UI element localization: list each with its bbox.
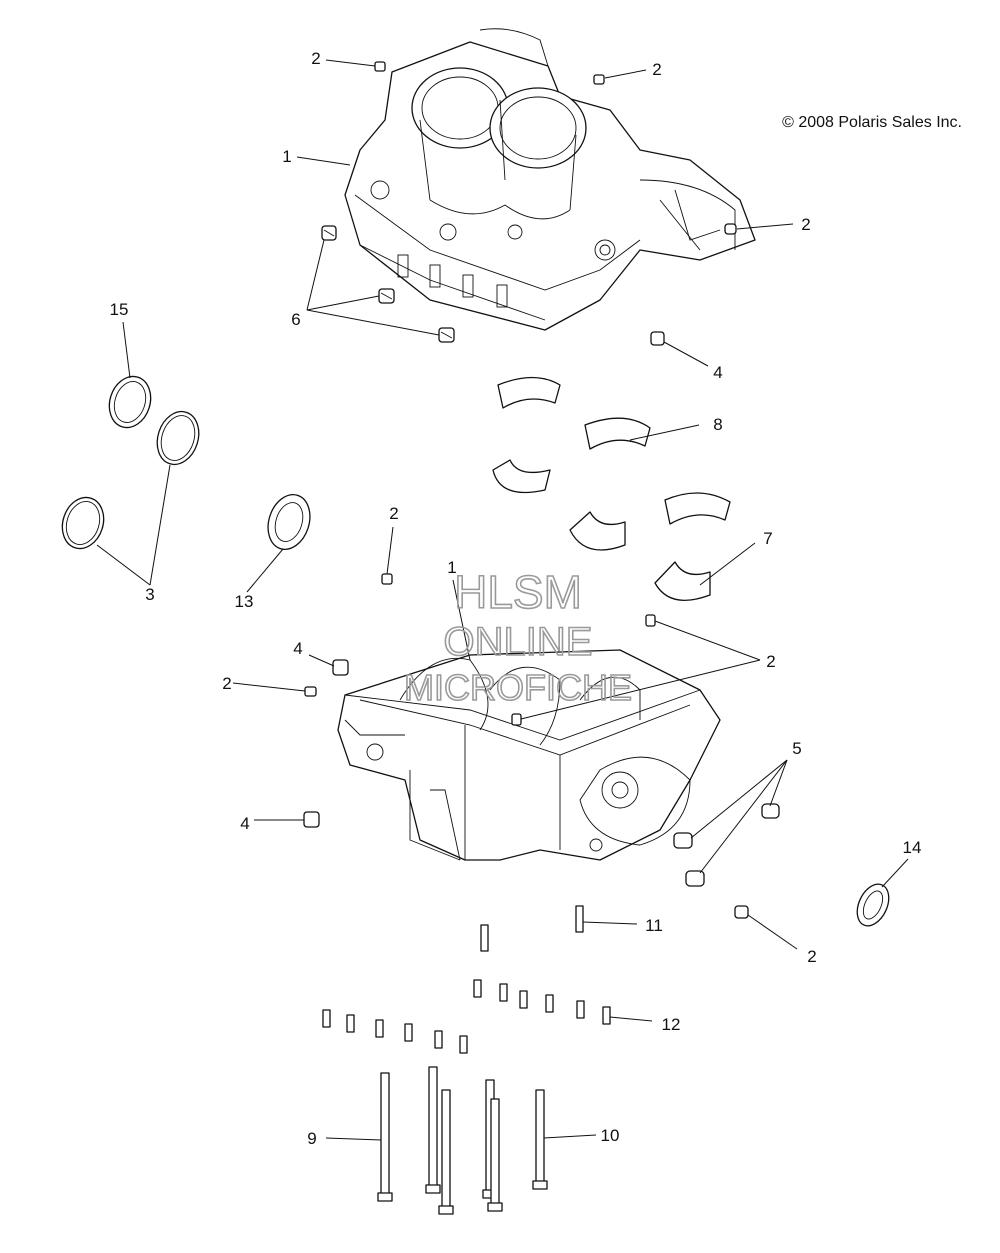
- bolt-12j: [404, 1023, 413, 1042]
- dowel-pin-d: [381, 573, 393, 585]
- bearing-7a: [664, 492, 731, 525]
- bearing-8c: [492, 459, 551, 494]
- callout-2: 2: [652, 60, 661, 79]
- seal-14: [856, 883, 890, 927]
- bushing-5b: [673, 832, 693, 849]
- callout-9: 9: [307, 1129, 316, 1148]
- bolt-12i: [375, 1019, 384, 1038]
- dowel-pins: [304, 61, 749, 919]
- bolt-12f: [602, 1006, 611, 1025]
- bolt-12e: [576, 1000, 585, 1019]
- ring-3b: [61, 496, 105, 550]
- callout-2: 2: [311, 49, 320, 68]
- dowel-pin-e: [645, 614, 656, 627]
- bolt-12c: [519, 990, 528, 1009]
- bolt-11b: [575, 905, 584, 933]
- bolt-12d: [545, 994, 554, 1013]
- bearing-7c: [654, 561, 711, 601]
- bolts-short: [322, 905, 611, 1054]
- callout-3: 3: [145, 585, 154, 604]
- dowel-pin-b: [593, 74, 605, 85]
- callout-12: 12: [662, 1015, 681, 1034]
- watermark-line2: ONLINE: [444, 620, 593, 664]
- callout-6: 6: [291, 310, 300, 329]
- seal-15: [108, 375, 152, 429]
- dowel-4b: [332, 659, 349, 676]
- callout-15: 15: [110, 300, 129, 319]
- callout-13: 13: [235, 592, 254, 611]
- bolt-12h: [346, 1014, 355, 1033]
- bolt-9c: [441, 1089, 451, 1209]
- callout-5: 5: [792, 739, 801, 758]
- callout-2: 2: [389, 504, 398, 523]
- main-bearings: [492, 376, 731, 601]
- callout-4: 4: [713, 363, 722, 382]
- dowel-4a: [650, 331, 665, 346]
- bolt-10b: [490, 1098, 500, 1206]
- bolt-9a: [380, 1072, 390, 1196]
- bearing-8a: [497, 376, 561, 409]
- bolt-12a: [473, 979, 482, 998]
- callout-2: 2: [801, 215, 810, 234]
- bolt-12g: [322, 1009, 331, 1028]
- bolt-11a: [480, 924, 489, 952]
- bolts-long: [377, 1066, 548, 1215]
- callout-1: 1: [282, 147, 291, 166]
- watermark: HLSM ONLINE MICROFICHE: [403, 565, 633, 709]
- callout-2: 2: [766, 652, 775, 671]
- dowel-pin-g: [511, 713, 522, 726]
- callout-labels: 2 2 1 2 6 4 15 8 3 13 2 7 1 4 2 2 5 4 14…: [110, 49, 922, 1148]
- bolt-12k: [434, 1030, 443, 1049]
- dowel-pin-f: [304, 686, 317, 697]
- bolt-12l: [459, 1035, 468, 1054]
- dowel-pin-h: [734, 905, 749, 919]
- ring-3a: [156, 410, 200, 466]
- callout-10: 10: [601, 1126, 620, 1145]
- callout-7: 7: [763, 529, 772, 548]
- seal-13: [267, 494, 311, 550]
- dowel-4c: [303, 811, 320, 828]
- upper-crankcase: [344, 28, 756, 331]
- bushing-5a: [761, 803, 780, 819]
- rings-and-seals: [61, 375, 890, 927]
- callout-8: 8: [713, 415, 722, 434]
- bushings: [673, 803, 780, 887]
- bearing-8b: [584, 417, 651, 450]
- callout-4: 4: [293, 639, 302, 658]
- bushing-5c: [685, 870, 705, 887]
- callout-14: 14: [903, 838, 922, 857]
- dowels: [303, 331, 665, 828]
- bolt-10c: [535, 1089, 545, 1184]
- callout-2: 2: [222, 674, 231, 693]
- leader-lines: [96, 59, 909, 1141]
- callout-2: 2: [807, 947, 816, 966]
- callout-4: 4: [240, 814, 249, 833]
- bearing-7b: [569, 511, 626, 551]
- watermark-line3: MICROFICHE: [404, 667, 632, 708]
- dowel-pin-c: [724, 223, 737, 235]
- copyright-text: © 2008 Polaris Sales Inc.: [782, 114, 962, 131]
- bolt-9b: [428, 1066, 438, 1188]
- watermark-line1: HLSM: [454, 566, 582, 618]
- callout-11: 11: [645, 916, 663, 935]
- bolt-12b: [499, 983, 508, 1002]
- dowel-pin-a: [374, 61, 386, 72]
- callout-1: 1: [447, 558, 456, 577]
